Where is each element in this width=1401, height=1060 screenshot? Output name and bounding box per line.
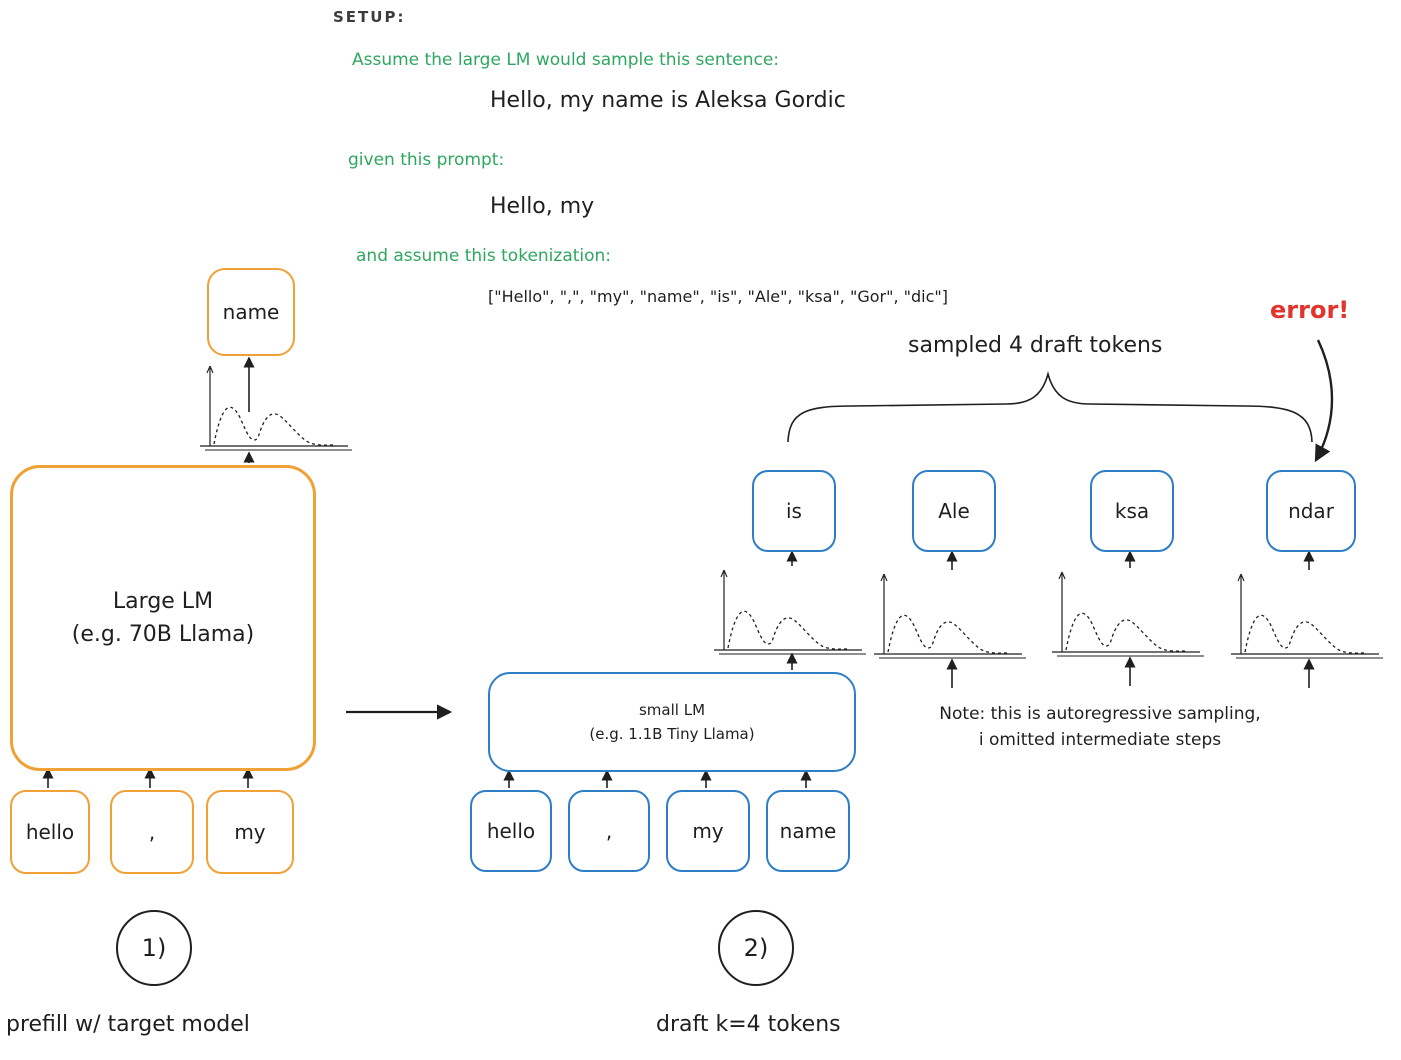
setup-tokenization-line: and assume this tokenization: — [356, 246, 612, 266]
small-lm-title-line2: (e.g. 1.1B Tiny Llama) — [589, 725, 755, 743]
sampled-draft-tokens-label: sampled 4 draft tokens — [908, 333, 1163, 358]
token-comma-small: , — [568, 790, 650, 872]
draft-distributions — [713, 569, 1384, 659]
large-lm-title-line1: Large LM — [112, 589, 214, 614]
small-lm-title-line1: small LM — [638, 701, 706, 719]
draft-token-is: is — [752, 470, 836, 552]
error-label: error! — [1270, 296, 1350, 324]
large-lm-box: Large LM (e.g. 70B Llama) — [10, 465, 316, 771]
token-hello-small: hello — [470, 790, 552, 872]
token-comma-large: , — [110, 790, 194, 874]
small-lm-arrows — [503, 550, 1315, 788]
note-line1: Note: this is autoregressive sampling, — [939, 704, 1261, 724]
setup-assumption-line: Assume the large LM would sample this se… — [352, 50, 780, 70]
large-lm-output-distribution — [199, 365, 353, 451]
draft-tokens-brace — [787, 370, 1313, 443]
large-lm-arrows — [42, 356, 255, 788]
token-my-large: my — [206, 790, 294, 874]
setup-prompt: Hello, my — [490, 194, 595, 219]
draft-token-ale: Ale — [912, 470, 996, 552]
step-1-label: prefill w/ target model — [6, 1012, 250, 1037]
draft-token-ksa: ksa — [1090, 470, 1174, 552]
setup-title: SETUP: — [333, 8, 406, 26]
draft-token-ndar: ndar — [1266, 470, 1356, 552]
setup-prompt-line: given this prompt: — [348, 150, 505, 170]
token-hello-large: hello — [10, 790, 90, 874]
token-my-small: my — [666, 790, 750, 872]
large-lm-title-line2: (e.g. 70B Llama) — [71, 622, 255, 647]
step-1-circle: 1) — [116, 910, 192, 986]
token-name-output: name — [207, 268, 295, 356]
error-arrow — [1314, 339, 1334, 463]
note-line2: i omitted intermediate steps — [978, 729, 1222, 750]
setup-tokenization: ["Hello", ",", "my", "name", "is", "Ale"… — [488, 287, 948, 306]
step-2-circle: 2) — [718, 910, 794, 986]
setup-sentence: Hello, my name is Aleksa Gordic — [490, 88, 846, 113]
step-2-label: draft k=4 tokens — [656, 1012, 841, 1037]
autoregressive-note: Note: this is autoregressive sampling, i… — [880, 702, 1320, 753]
small-lm-box: small LM (e.g. 1.1B Tiny Llama) — [488, 672, 856, 772]
token-name-small: name — [766, 790, 850, 872]
